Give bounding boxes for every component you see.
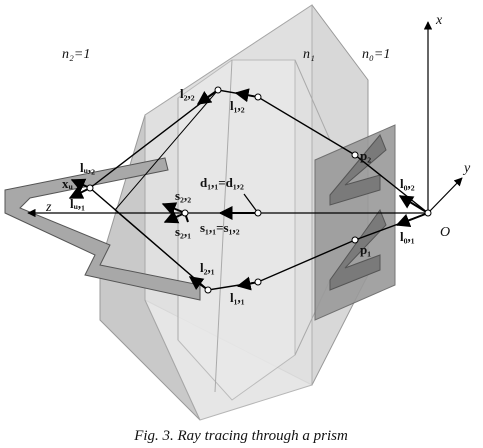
p1-label: p₁ bbox=[360, 242, 371, 257]
point-l22 bbox=[214, 86, 222, 94]
point-xw bbox=[86, 184, 94, 192]
point-s-center bbox=[254, 209, 262, 217]
l02-arrow bbox=[398, 195, 429, 214]
lw1-label: lᵤ,₁ bbox=[70, 196, 85, 211]
y-axis bbox=[427, 177, 463, 214]
lw2-label: lᵤ,₂ bbox=[80, 160, 95, 175]
point-s2 bbox=[181, 209, 189, 217]
l01-arrow bbox=[395, 212, 429, 227]
d-arrow bbox=[243, 193, 259, 214]
source-shape-top bbox=[329, 134, 387, 206]
point-p1 bbox=[351, 236, 359, 244]
l11-label: l₁,₁ bbox=[230, 290, 245, 305]
prism-edge bbox=[214, 59, 233, 393]
ray-extension bbox=[114, 89, 219, 211]
x-axis-label: x bbox=[435, 13, 443, 28]
point-l12 bbox=[254, 93, 262, 101]
figure-caption: Fig. 3. Ray tracing through a prism bbox=[133, 428, 348, 444]
s-equal-label: s₁,₁=s₁,₂ bbox=[200, 220, 240, 235]
l22-label: l₂,₂ bbox=[180, 86, 195, 101]
s22-arrow bbox=[161, 202, 186, 216]
medium-n2-label: n₂=1 bbox=[62, 47, 90, 62]
l12-label: l₁,₂ bbox=[230, 98, 245, 113]
z-axis-label: z bbox=[45, 200, 52, 215]
xw-label: xᵤ bbox=[62, 176, 74, 191]
p2-label: p₂ bbox=[360, 148, 371, 163]
origin-label: O bbox=[440, 225, 450, 240]
point-p2 bbox=[351, 151, 359, 159]
l02-label: l₀,₂ bbox=[400, 176, 415, 191]
l12-arrow bbox=[234, 88, 259, 103]
d-equal-label: d₁,₁=d₁,₂ bbox=[200, 175, 244, 190]
s21-arrow bbox=[163, 210, 186, 224]
s21-label: s₂,₁ bbox=[175, 224, 191, 239]
s22-label: s₂,₂ bbox=[175, 188, 191, 203]
point-l21 bbox=[204, 286, 212, 294]
image-shape bbox=[4, 157, 201, 301]
point-l11 bbox=[254, 278, 262, 286]
l22-arrow bbox=[196, 89, 219, 105]
l21-arrow bbox=[188, 276, 209, 291]
l21-label: l₂,₁ bbox=[200, 260, 215, 275]
medium-n1-label: n₁ bbox=[303, 47, 315, 62]
medium-n0-label: n₀=1 bbox=[362, 47, 390, 62]
prism-edge bbox=[294, 59, 331, 141]
lw1-arrow bbox=[68, 186, 91, 199]
point-origin bbox=[424, 209, 432, 217]
l01-label: l₀,₁ bbox=[400, 229, 415, 244]
y-axis-label: y bbox=[462, 161, 471, 176]
